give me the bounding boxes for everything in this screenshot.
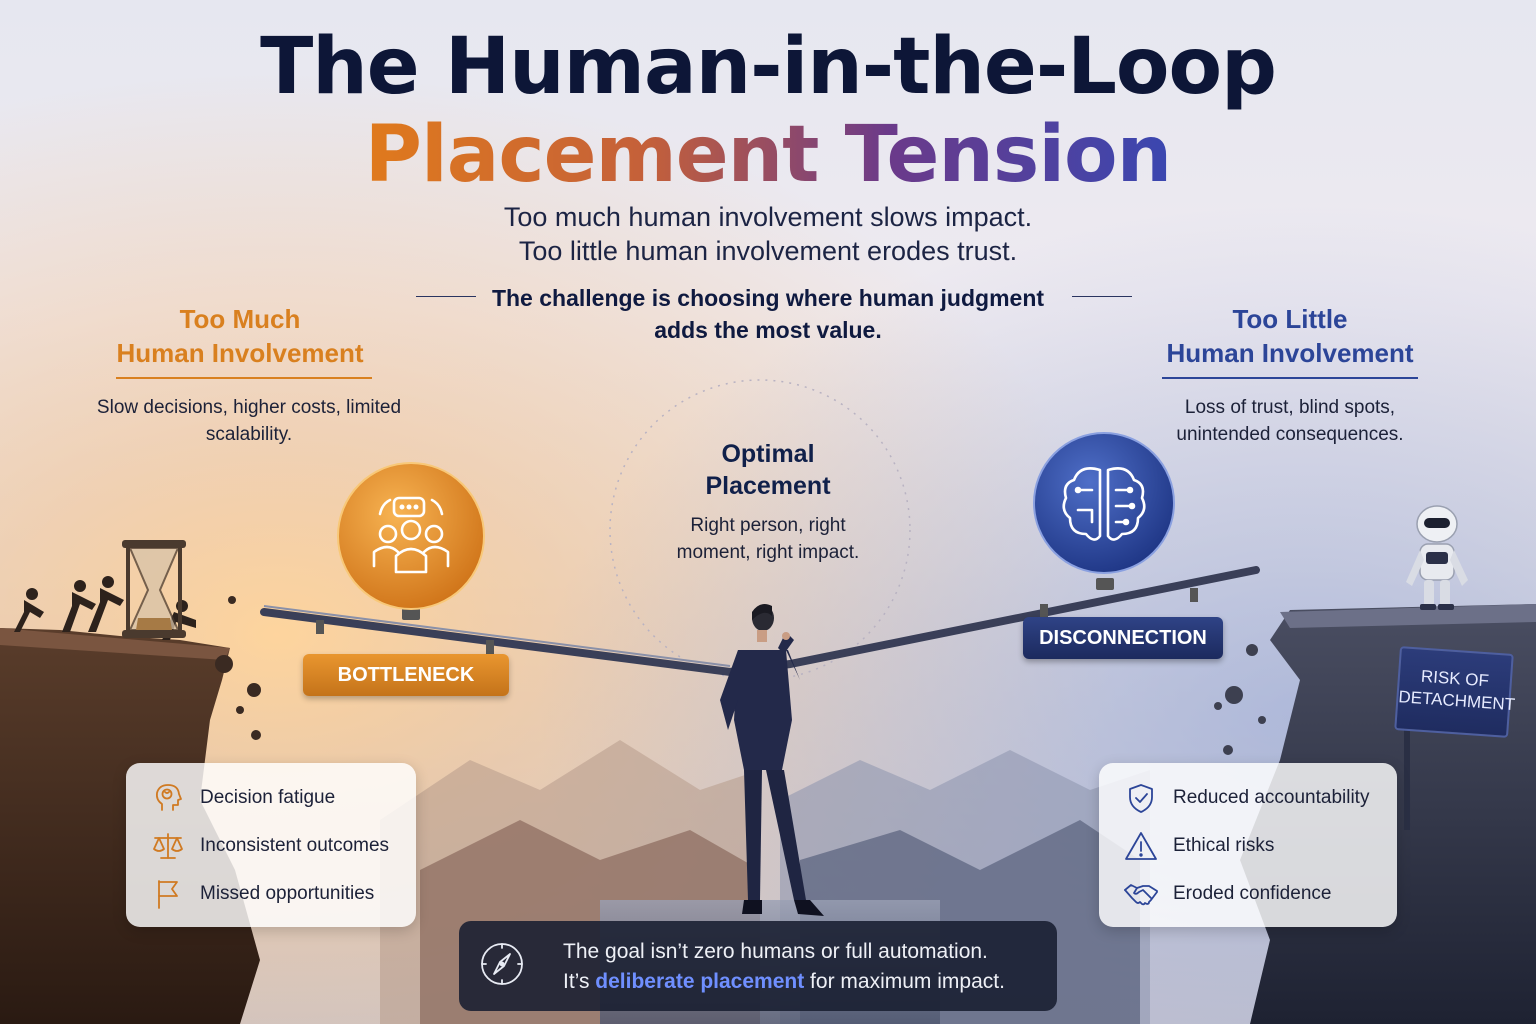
list-item: Inconsistent outcomes — [148, 828, 389, 864]
right-heading-line-1: Too Little — [1232, 304, 1348, 334]
goal-line-2: It’s deliberate placement for maximum im… — [563, 967, 1043, 997]
right-heading-line-2: Human Involvement — [1166, 338, 1414, 368]
list-item: Ethical risks — [1121, 828, 1274, 864]
goal-highlight: deliberate placement — [595, 970, 805, 993]
goal-line-2-prefix: It’s — [563, 970, 596, 993]
optimal-description: Right person, right moment, right impact… — [676, 515, 860, 563]
title-line-1: The Human-in-the-Loop — [260, 22, 1277, 112]
left-impacts-panel: Decision fatigue Inconsistent outcomes M… — [126, 763, 416, 927]
list-item-label: Inconsistent outcomes — [200, 835, 390, 856]
left-heading: Too Much Human Involvement — [100, 302, 380, 370]
list-item: Missed opportunities — [148, 876, 374, 912]
brain-circuit-icon — [1062, 467, 1146, 541]
disconnection-tag: DISCONNECTION — [1023, 617, 1223, 659]
handshake-icon — [1121, 876, 1161, 912]
optimal-heading-line-2: Placement — [705, 472, 831, 500]
list-item-label: Missed opportunities — [200, 883, 375, 904]
goal-callout: The goal isn’t zero humans or full autom… — [459, 921, 1057, 1011]
warning-triangle-icon — [1121, 828, 1161, 864]
optimal-heading-line-1: Optimal — [721, 440, 815, 468]
goal-line-1: The goal isn’t zero humans or full autom… — [563, 940, 988, 963]
bottleneck-tag: BOTTLENECK — [303, 654, 509, 696]
left-heading-line-1: Too Much — [179, 304, 301, 334]
subtitle-line-1: Too much human involvement slows impact. — [503, 202, 1033, 232]
right-heading-underline — [1162, 377, 1418, 379]
robot-figure — [1406, 505, 1468, 610]
head-brain-icon — [148, 780, 188, 816]
hourglass-icon — [122, 540, 186, 638]
businesswoman-figure — [720, 604, 824, 916]
brain-circuit-circle — [1033, 432, 1175, 574]
compass-icon — [479, 941, 525, 991]
flag-icon — [148, 876, 188, 912]
people-chat-icon — [372, 496, 450, 574]
list-item: Reduced accountability — [1121, 780, 1369, 816]
left-description: Slow decisions, higher costs, limited sc… — [96, 397, 402, 445]
title-line-2: Placement Tension — [0, 110, 1536, 200]
left-heading-line-2: Human Involvement — [116, 338, 364, 368]
right-description: Loss of trust, blind spots, unintended c… — [1176, 397, 1404, 445]
shield-check-icon — [1121, 780, 1161, 816]
list-item-label: Ethical risks — [1173, 835, 1275, 856]
right-heading: Too Little Human Involvement — [1150, 302, 1430, 370]
list-item-label: Decision fatigue — [200, 787, 336, 808]
left-heading-underline — [116, 377, 372, 379]
scale-icon — [148, 828, 188, 864]
challenge-rule-left — [416, 296, 476, 297]
optimal-heading: Optimal Placement — [668, 438, 868, 502]
people-chat-circle — [337, 462, 485, 610]
list-item: Decision fatigue — [148, 780, 335, 816]
subtitle-line-2: Too little human involvement erodes trus… — [518, 236, 1018, 266]
challenge-rule-right — [1072, 296, 1132, 297]
list-item-label: Reduced accountability — [1173, 787, 1370, 808]
right-impacts-panel: Reduced accountability Ethical risks Ero… — [1099, 763, 1397, 927]
goal-text: The goal isn’t zero humans or full autom… — [563, 937, 1043, 997]
title-line-2-text: Placement Tension — [364, 110, 1172, 200]
list-item-label: Eroded confidence — [1173, 883, 1332, 904]
risk-of-detachment-sign: RISK OF DETACHMENT — [1394, 646, 1516, 738]
challenge-statement: The challenge is choosing where human ju… — [491, 285, 1045, 343]
goal-line-2-suffix: for maximum impact. — [804, 970, 1005, 993]
list-item: Eroded confidence — [1121, 876, 1331, 912]
